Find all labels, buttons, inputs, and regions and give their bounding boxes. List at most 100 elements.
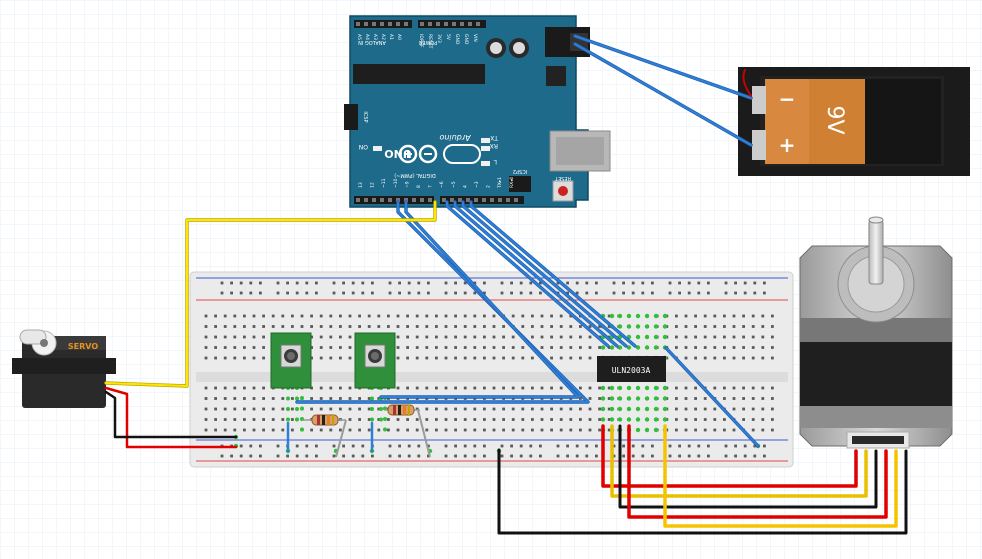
breadboard-hole bbox=[511, 356, 515, 360]
breadboard-hole bbox=[377, 325, 381, 328]
digital-pin-label: ~5 bbox=[451, 181, 457, 188]
breadboard-hole bbox=[223, 428, 227, 432]
breadboard-hole bbox=[483, 428, 486, 432]
breadboard-hole bbox=[607, 407, 611, 411]
breadboard-hole bbox=[339, 407, 342, 411]
header-pin bbox=[372, 22, 376, 26]
model-label: UNO bbox=[384, 147, 412, 160]
rail-hole bbox=[361, 281, 365, 285]
breadboard-hole bbox=[723, 335, 726, 339]
header-pin bbox=[436, 22, 440, 26]
breadboard-hole bbox=[703, 418, 707, 421]
pushbutton-1[interactable] bbox=[270, 332, 312, 389]
connected-hole bbox=[300, 427, 304, 432]
breadboard-hole bbox=[483, 386, 486, 390]
breadboard-hole bbox=[492, 335, 496, 339]
breadboard-hole bbox=[521, 428, 525, 432]
breadboard-hole bbox=[723, 325, 726, 328]
breadboard-hole bbox=[559, 335, 563, 339]
connected-hole bbox=[635, 345, 641, 350]
rail-hole bbox=[427, 444, 430, 448]
breadboard-hole bbox=[396, 346, 400, 349]
breadboard-hole bbox=[214, 386, 217, 390]
rail-hole bbox=[305, 444, 309, 448]
breadboard-hole bbox=[771, 418, 774, 421]
breadboard-hole bbox=[559, 356, 563, 360]
breadboard-hole bbox=[252, 335, 256, 339]
rail-hole bbox=[259, 291, 262, 295]
breadboard-hole bbox=[703, 356, 707, 360]
breadboard-hole bbox=[550, 346, 553, 349]
breadboard-hole bbox=[444, 386, 448, 390]
rail-hole bbox=[276, 291, 280, 295]
breadboard-hole bbox=[607, 335, 611, 339]
rail-hole bbox=[398, 444, 401, 448]
rail-hole bbox=[463, 281, 467, 285]
connected-hole bbox=[662, 417, 668, 422]
breadboard-hole bbox=[310, 386, 313, 390]
header-pin bbox=[498, 198, 502, 202]
rail-hole bbox=[483, 281, 486, 285]
rail-hole bbox=[539, 444, 542, 448]
breadboard-hole bbox=[252, 428, 256, 432]
rail-hole bbox=[743, 291, 747, 295]
breadboard-hole bbox=[243, 386, 246, 390]
breadboard-hole bbox=[550, 386, 553, 390]
breadboard-hole bbox=[233, 314, 237, 318]
rail-hole bbox=[724, 444, 728, 448]
connected-hole bbox=[662, 385, 668, 391]
breadboard-hole bbox=[425, 386, 429, 390]
breadboard-hole bbox=[204, 407, 208, 411]
breadboard-hole bbox=[281, 407, 285, 411]
rail-hole bbox=[463, 454, 467, 458]
breadboard-hole bbox=[751, 407, 755, 411]
breadboard-hole bbox=[771, 386, 774, 390]
connected-hole bbox=[653, 406, 659, 412]
rail-hole bbox=[463, 291, 467, 295]
breadboard-hole bbox=[310, 335, 313, 339]
rail-hole bbox=[668, 291, 672, 295]
pushbutton-2[interactable] bbox=[354, 332, 396, 389]
breadboard-hole bbox=[339, 386, 342, 390]
breadboard-hole bbox=[771, 335, 774, 339]
rail-hole bbox=[556, 444, 560, 448]
rail-hole bbox=[259, 444, 262, 448]
breadboard-hole bbox=[444, 428, 448, 432]
breadboard-hole bbox=[214, 335, 217, 339]
battery-voltage-label: 9V bbox=[822, 105, 847, 134]
breadboard-hole bbox=[463, 428, 467, 432]
connected-hole bbox=[635, 396, 641, 401]
breadboard-hole bbox=[703, 407, 707, 411]
rail-hole bbox=[585, 454, 589, 458]
rail-hole bbox=[286, 454, 289, 458]
connected-hole bbox=[295, 417, 299, 422]
header-pin bbox=[506, 198, 510, 202]
breadboard-hole bbox=[319, 356, 323, 360]
rail-hole bbox=[483, 444, 486, 448]
breadboard-hole bbox=[713, 386, 717, 390]
rail-hole bbox=[315, 281, 318, 285]
breadboard-hole bbox=[204, 356, 208, 360]
connected-hole bbox=[600, 417, 606, 422]
rail-hole bbox=[473, 454, 477, 458]
voltage-regulator bbox=[546, 66, 566, 86]
breadboard-hole bbox=[684, 325, 688, 328]
rail-hole bbox=[519, 444, 523, 448]
connected-hole bbox=[609, 385, 615, 391]
breadboard-hole bbox=[607, 346, 611, 349]
breadboard-hole bbox=[703, 346, 707, 349]
breadboard-hole bbox=[732, 325, 736, 328]
breadboard-hole bbox=[204, 325, 208, 328]
breadboard-hole bbox=[348, 418, 352, 421]
breadboard-hole bbox=[271, 325, 275, 328]
breadboard-hole bbox=[319, 407, 323, 411]
breadboard-hole bbox=[483, 356, 486, 360]
breadboard-hole bbox=[531, 418, 534, 421]
stepper-ground-wire bbox=[497, 448, 908, 535]
connected-hole bbox=[644, 385, 650, 391]
breadboard-hole bbox=[339, 325, 342, 328]
breadboard-hole bbox=[703, 428, 707, 432]
rail-hole bbox=[539, 291, 542, 295]
breadboard-hole bbox=[569, 325, 573, 328]
